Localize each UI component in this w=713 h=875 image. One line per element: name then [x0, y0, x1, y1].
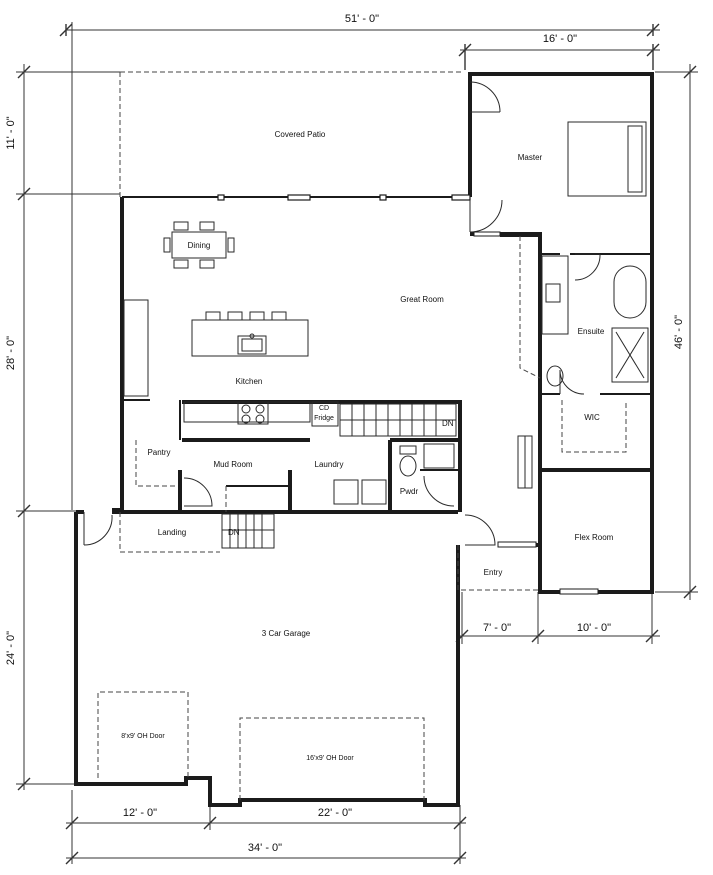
cooktop-icon	[237, 401, 269, 425]
toilet-icon	[399, 455, 417, 477]
label-dn-lower: DN	[228, 528, 240, 537]
label-oh-door-small: 8'x9' OH Door	[121, 733, 165, 740]
label-cd: CD	[319, 405, 329, 412]
label-landing: Landing	[158, 528, 186, 537]
stairs-upper-icon	[339, 403, 457, 437]
dim-garage-depth: 24' - 0"	[5, 631, 17, 665]
dim-main-depth: 28' - 0"	[5, 336, 17, 370]
washer-icon	[333, 479, 359, 505]
dim-garage-width: 34' - 0"	[248, 842, 282, 854]
ensuite-toilet-icon	[546, 365, 564, 387]
dim-garage-right: 22' - 0"	[318, 807, 352, 819]
label-flex-room: Flex Room	[575, 533, 614, 542]
covered-patio-outline	[119, 71, 462, 197]
shower-icon	[611, 327, 649, 383]
label-laundry: Laundry	[315, 460, 344, 469]
dim-garage-left: 12' - 0"	[123, 807, 157, 819]
dim-overall-depth: 46' - 0"	[673, 315, 685, 349]
dim-overall-width: 51' - 0"	[345, 13, 379, 25]
label-dining: Dining	[188, 241, 211, 250]
fixtures	[123, 121, 649, 549]
label-great-room: Great Room	[400, 295, 444, 304]
label-garage: 3 Car Garage	[262, 629, 311, 638]
label-dn-upper: DN	[442, 419, 454, 428]
label-pantry: Pantry	[147, 448, 170, 457]
room-labels: Covered Patio Master Dining Great Room E…	[121, 130, 613, 762]
doors	[83, 81, 601, 595]
label-pwdr: Pwdr	[400, 487, 419, 496]
bed-icon	[567, 121, 647, 197]
label-covered-patio: Covered Patio	[275, 130, 326, 139]
dryer-icon	[361, 479, 387, 505]
label-mud-room: Mud Room	[213, 460, 252, 469]
dim-entry-width: 7' - 0"	[483, 622, 511, 634]
bathtub-icon	[613, 265, 647, 319]
exterior-walls	[74, 72, 654, 807]
stairs-lower-icon	[221, 513, 275, 549]
vanity-icon	[541, 255, 569, 335]
label-ensuite: Ensuite	[578, 327, 605, 336]
dining-table-icon	[171, 231, 227, 259]
sink-icon	[423, 443, 455, 469]
label-oh-door-large: 16'x9' OH Door	[306, 755, 354, 762]
label-fridge: Fridge	[314, 415, 334, 422]
label-master: Master	[518, 153, 543, 162]
label-entry: Entry	[484, 568, 503, 577]
dim-patio-depth: 11' - 0"	[5, 116, 17, 149]
interior-walls	[122, 232, 652, 545]
dashed-lines	[97, 236, 627, 800]
label-kitchen: Kitchen	[236, 377, 263, 386]
dim-flex-width: 10' - 0"	[577, 622, 611, 634]
dimension-lines	[16, 22, 698, 865]
label-wic: WIC	[584, 413, 600, 422]
dim-master-width: 16' - 0"	[543, 33, 577, 45]
